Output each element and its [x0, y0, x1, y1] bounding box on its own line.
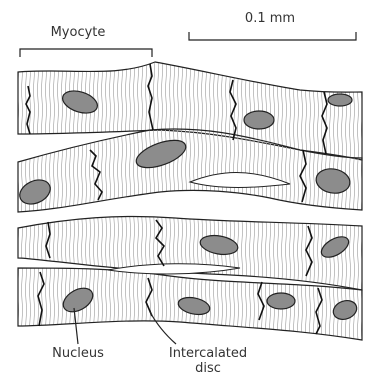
scale-bar: [189, 32, 356, 40]
intercalated-disc-label-line2: disc: [195, 361, 221, 376]
nucleus: [267, 293, 295, 309]
myocyte-label: Myocyte: [51, 25, 106, 40]
nucleus-label: Nucleus: [52, 346, 104, 361]
scale-bar-label: 0.1 mm: [245, 11, 295, 26]
nucleus: [328, 94, 352, 106]
myocyte-bracket: [20, 49, 152, 57]
nucleus: [244, 111, 274, 129]
intercalated-disc-label-line1: Intercalated: [169, 346, 247, 361]
